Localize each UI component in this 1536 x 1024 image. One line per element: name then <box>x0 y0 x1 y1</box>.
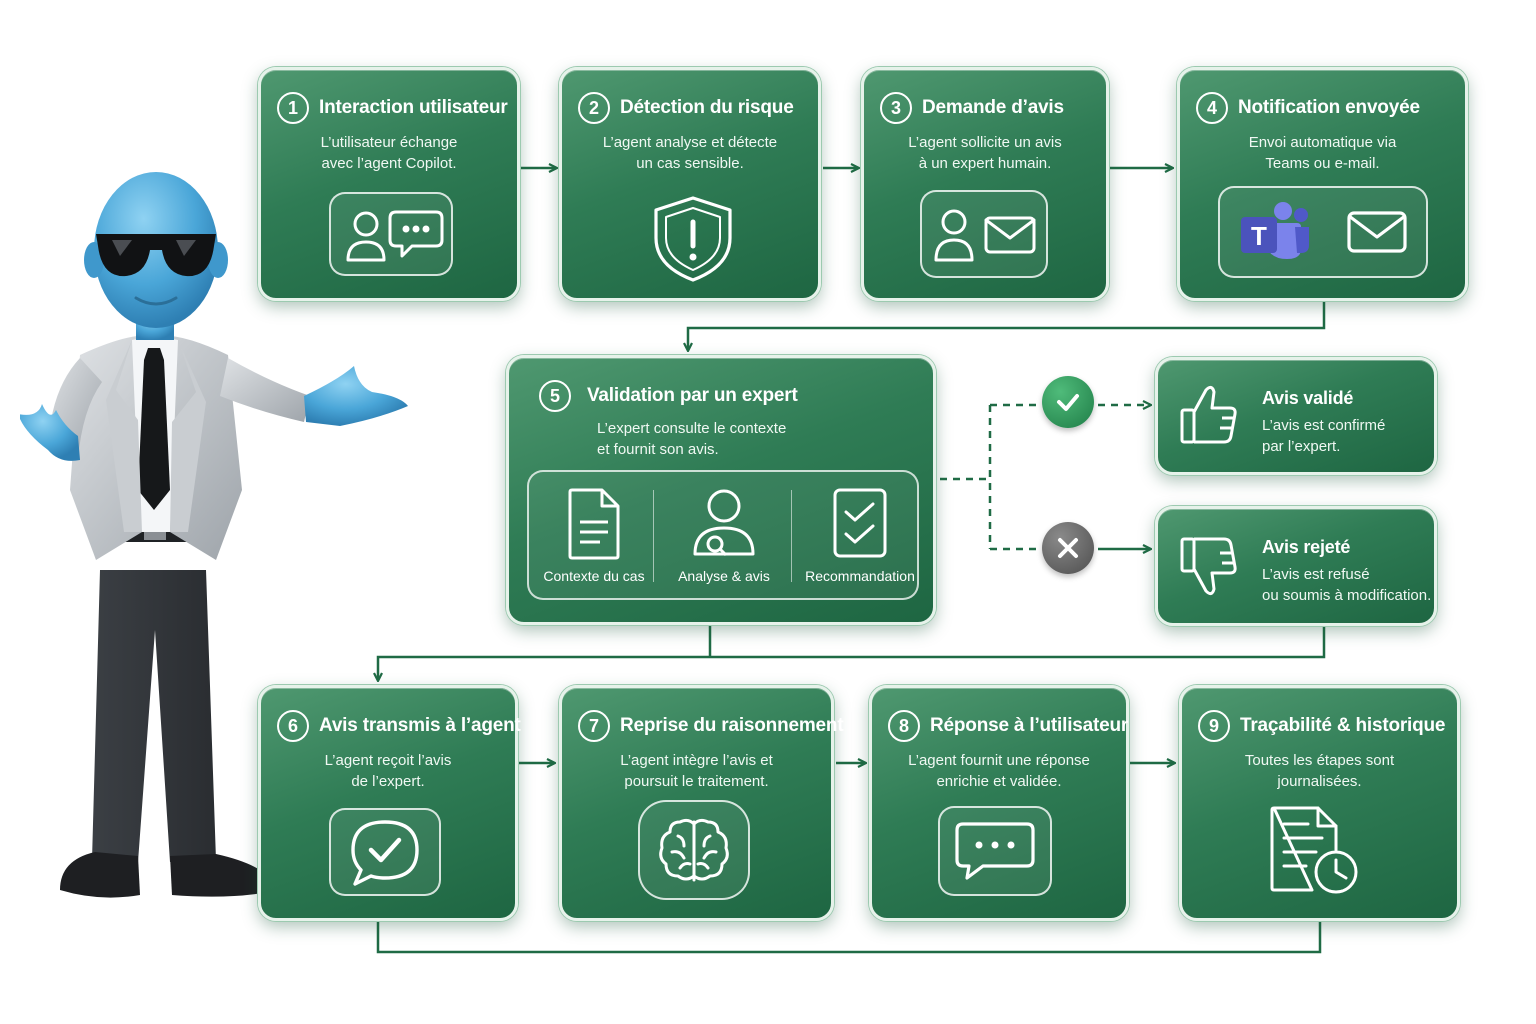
step-title: Détection du risque <box>620 97 794 118</box>
step-card-3[interactable]: 3 Demande d’avis L’agent sollicite un avi… <box>861 67 1109 301</box>
sub-item-recommendation: Recommandation <box>795 472 925 598</box>
step-title: Traçabilité & historique <box>1240 715 1446 736</box>
step-card-6[interactable]: 6 Avis transmis à l’agent L’agent reçoit … <box>258 685 521 921</box>
cross-icon <box>1058 538 1078 558</box>
step-card-5[interactable]: 5 Validation par un expert L’expert consu… <box>506 355 936 625</box>
connector-history <box>376 922 1322 954</box>
outcome-title: Avis validé <box>1262 388 1354 408</box>
step-number-badge: 4 <box>1196 92 1228 124</box>
step-number-badge: 8 <box>888 710 920 742</box>
step-number-badge: 5 <box>539 380 571 412</box>
step-card-4[interactable]: 4 Notification envoyée Envoi automatique … <box>1177 67 1468 301</box>
step-title: Avis transmis à l’agent <box>319 715 521 736</box>
step-title: Notification envoyée <box>1238 97 1420 118</box>
step-number-badge: 9 <box>1198 710 1230 742</box>
sub-item-context: Contexte du cas <box>529 472 659 598</box>
connector-5-outcomes <box>940 403 1040 551</box>
document-clock-icon <box>1270 806 1358 894</box>
chat-dots-icon <box>938 806 1052 896</box>
svg-text:T: T <box>1251 221 1267 251</box>
validated-status <box>1042 376 1094 428</box>
rejected-status <box>1042 522 1094 574</box>
thumbs-down-icon <box>1180 537 1237 596</box>
chat-check-icon <box>329 808 441 896</box>
user-mail-icon <box>920 190 1048 278</box>
step-card-8[interactable]: 8 Réponse à l’utilisateur L’agent fournit… <box>869 685 1129 921</box>
step-number-badge: 3 <box>880 92 912 124</box>
step-title: Réponse à l’utilisateur <box>930 715 1129 736</box>
shield-alert-icon <box>654 196 732 282</box>
document-icon <box>568 488 620 560</box>
connector-4-5 <box>688 302 1326 350</box>
step-title: Interaction utilisateur <box>319 97 508 118</box>
step-card-1[interactable]: 1 Interaction utilisateur L’utilisateur é… <box>258 67 520 301</box>
sub-item-analysis: Analyse & avis <box>659 472 789 598</box>
check-icon <box>1057 394 1079 411</box>
teams-mail-icon: T <box>1218 186 1428 278</box>
outcome-title: Avis rejeté <box>1262 537 1351 557</box>
teams-icon: T <box>1241 202 1309 259</box>
step-title: Reprise du raisonnement <box>620 715 844 736</box>
expert-user-icon <box>693 489 755 557</box>
step-card-9[interactable]: 9 Traçabilité & historique Toutes les éta… <box>1179 685 1460 921</box>
step-card-2[interactable]: 2 Détection du risque L’agent analyse et … <box>559 67 821 301</box>
step-title: Demande d’avis <box>922 97 1064 118</box>
step-number-badge: 7 <box>578 710 610 742</box>
expert-validation-panel: Contexte du cas Analyse & avis Recommand… <box>527 470 919 600</box>
step-number-badge: 6 <box>277 710 309 742</box>
step-card-7[interactable]: 7 Reprise du raisonnement L’agent intègre… <box>559 685 844 921</box>
mail-icon <box>1347 211 1407 253</box>
user-chat-icon <box>329 192 453 276</box>
step-title: Validation par un expert <box>587 385 798 406</box>
connector-outcomes-6 <box>378 626 1326 680</box>
step-number-badge: 1 <box>277 92 309 124</box>
thumbs-up-icon <box>1180 385 1237 444</box>
step-number-badge: 2 <box>578 92 610 124</box>
checklist-icon <box>833 488 887 558</box>
brain-icon <box>638 800 750 900</box>
mascot-character <box>20 172 408 898</box>
